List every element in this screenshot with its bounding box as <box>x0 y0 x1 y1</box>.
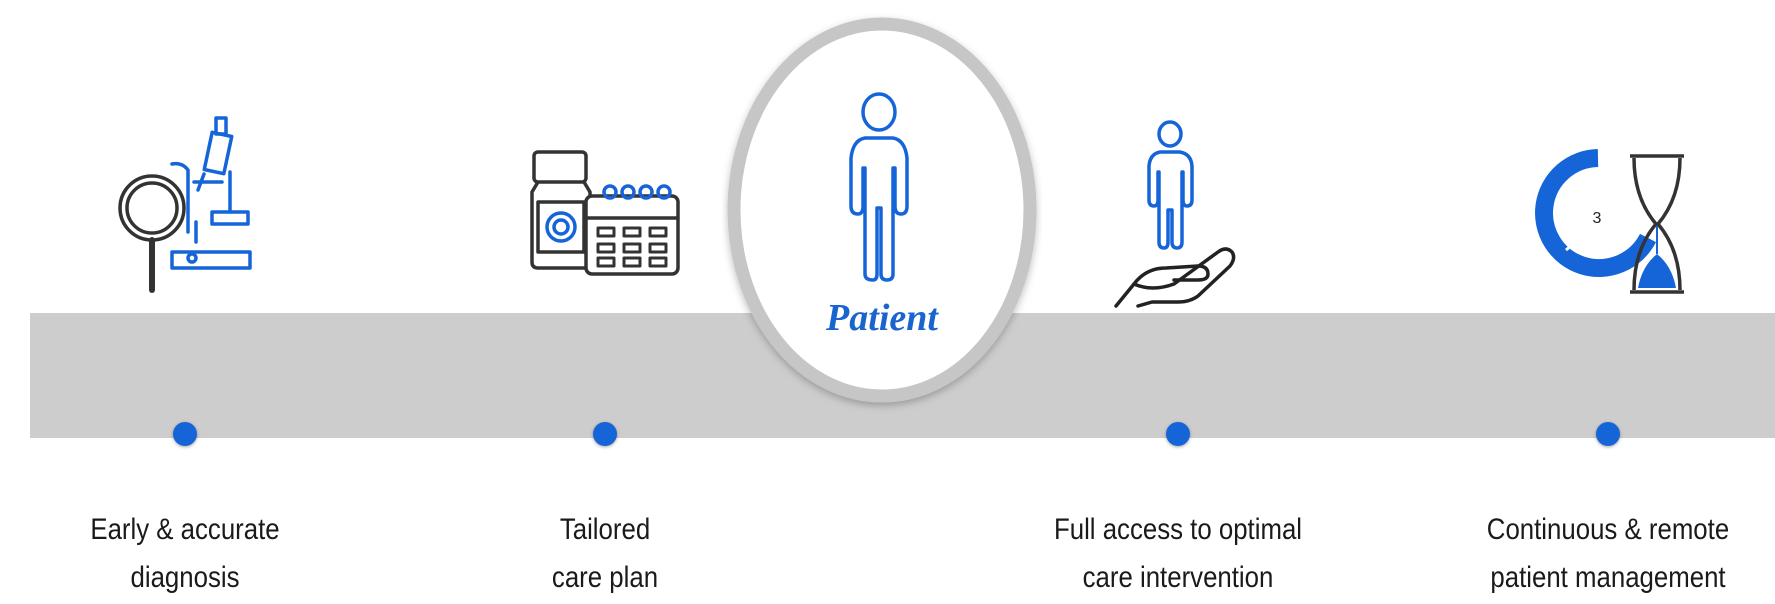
step-label-care-intervention: Full access to optimal care intervention <box>1006 506 1350 602</box>
timeline-dot <box>593 422 617 446</box>
step-label-line: diagnosis <box>130 561 240 594</box>
medicine-calendar-icon <box>528 148 683 278</box>
clock-count: 3 <box>1592 210 1602 227</box>
step-label-care-plan: Tailored care plan <box>433 506 777 602</box>
step-label-line: care intervention <box>1082 561 1274 594</box>
step-label-line: Early & accurate <box>90 513 280 546</box>
microscope-magnifier-icon <box>112 112 252 293</box>
timeline-dot <box>173 422 197 446</box>
clock-hourglass-icon <box>1535 149 1688 300</box>
timeline-dot <box>1596 422 1620 446</box>
step-label-line: Continuous & remote <box>1486 513 1730 546</box>
step-label-diagnosis: Early & accurate diagnosis <box>13 506 357 602</box>
step-label-line: Full access to optimal <box>1053 513 1303 546</box>
step-label-line: patient management <box>1490 561 1726 594</box>
step-label-line: Tailored <box>559 513 651 546</box>
person-icon <box>843 92 915 282</box>
step-label-patient-management: Continuous & remote patient management <box>1436 506 1775 602</box>
patient-label: Patient <box>826 297 938 339</box>
hand-holding-person-icon <box>1112 120 1252 310</box>
step-label-line: care plan <box>551 561 659 594</box>
timeline-dot <box>1166 422 1190 446</box>
